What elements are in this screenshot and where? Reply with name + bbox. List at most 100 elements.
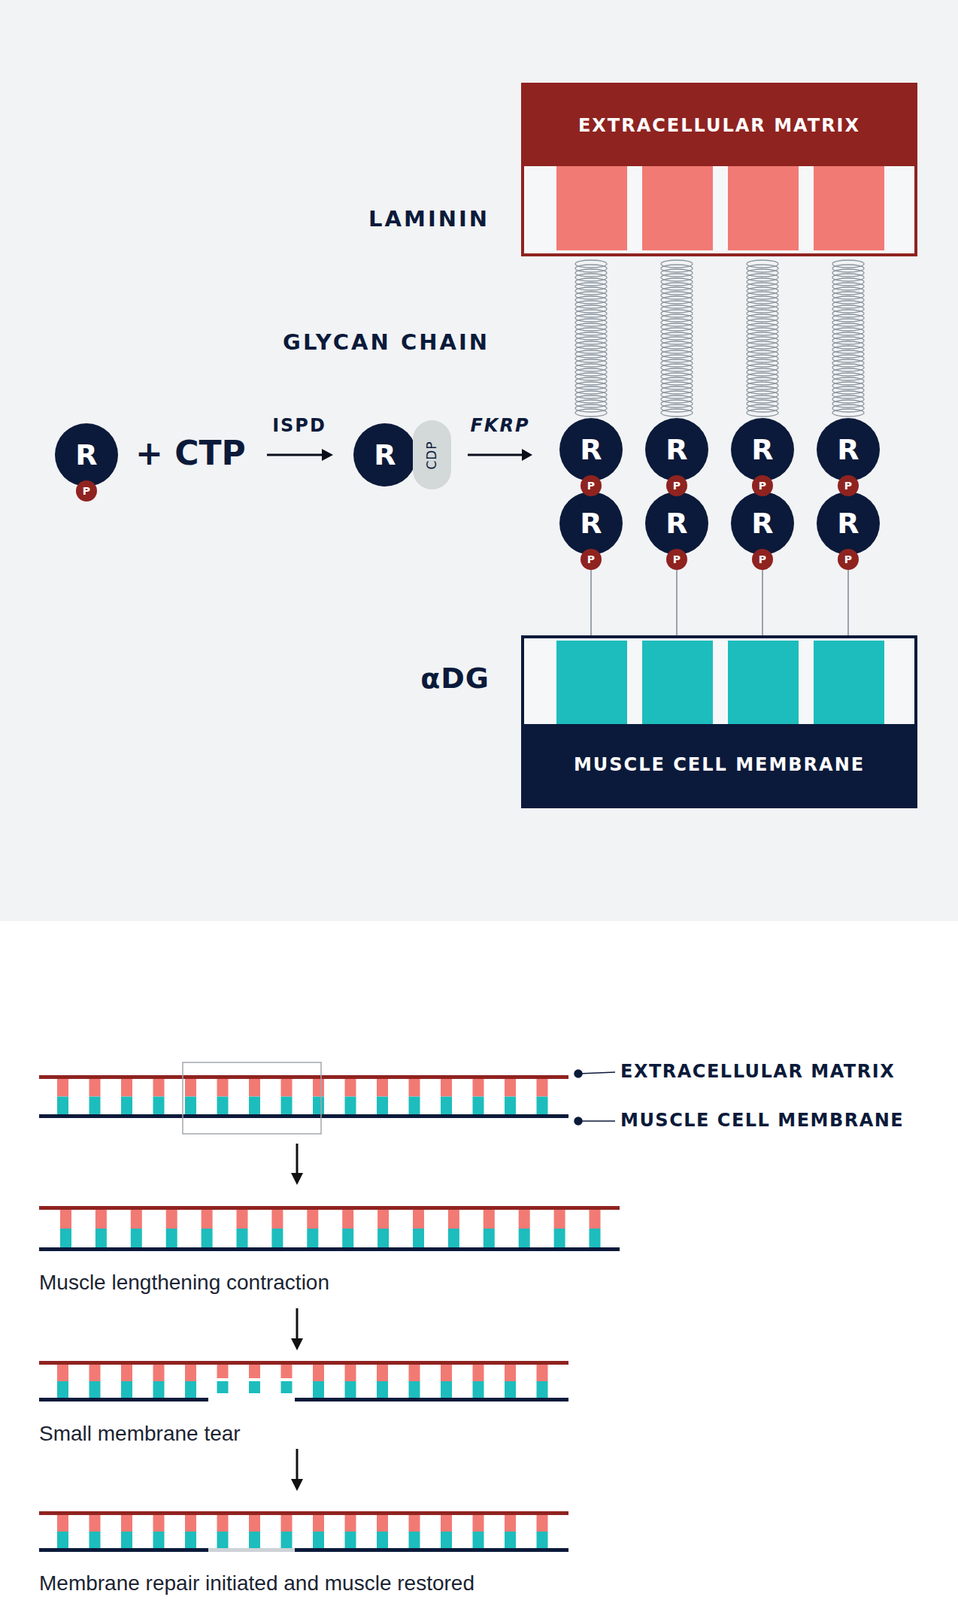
adg-bar <box>472 1097 485 1116</box>
glycan-coil <box>660 372 693 381</box>
laminin-bar <box>345 1514 357 1532</box>
phosphate-circle: P <box>837 548 859 570</box>
r-letter: R <box>836 435 859 464</box>
laminin-bar <box>483 1209 495 1229</box>
adg-bar <box>554 1228 566 1249</box>
adg-bar <box>89 1381 101 1399</box>
glycan-coil <box>746 409 779 417</box>
connector <box>660 260 693 417</box>
laminin-bar <box>412 1209 425 1229</box>
laminin-bar <box>472 1514 485 1532</box>
adg-bar <box>306 1228 319 1249</box>
laminin-bar <box>536 1078 549 1098</box>
glycan-coil <box>575 372 607 381</box>
glycan-coil <box>832 309 865 318</box>
membrane-line <box>294 1397 569 1402</box>
laminin-bar <box>345 1364 357 1382</box>
glycan-coil <box>832 318 865 327</box>
laminin-bar <box>184 1078 197 1098</box>
glycan-coil <box>746 354 779 363</box>
glycan-coil <box>832 372 865 381</box>
glycan-coil <box>660 305 693 313</box>
glycan-coil <box>660 300 693 309</box>
enzyme-label: FKRP <box>469 415 530 437</box>
adg-bar <box>121 1097 133 1116</box>
r-letter: R <box>665 509 688 538</box>
adg-bar <box>440 1531 452 1550</box>
glycan-coil <box>660 287 693 295</box>
repaired-membrane <box>208 1548 295 1553</box>
glycan-coil <box>575 381 607 390</box>
connector <box>676 569 678 636</box>
phosphate-circle: P <box>751 475 774 497</box>
r-circle: RP <box>559 491 623 555</box>
glycan-coil <box>746 269 779 277</box>
laminin-bar <box>57 1364 69 1382</box>
connector <box>575 260 607 417</box>
laminin-bar <box>518 1209 531 1229</box>
laminin-bar <box>504 1078 516 1098</box>
p-letter: P <box>587 554 595 565</box>
arrow-head <box>521 448 533 461</box>
phosphate-circle: P <box>580 475 602 497</box>
glycan-coil <box>746 327 779 336</box>
membrane-line <box>39 1114 569 1119</box>
p-letter: P <box>758 554 767 565</box>
glycan-coil <box>660 377 693 386</box>
adg-bar <box>345 1097 357 1116</box>
glycan-coil <box>575 291 607 300</box>
glycan-coil <box>746 386 779 395</box>
connector <box>746 260 779 417</box>
adg-bar <box>153 1381 165 1399</box>
adg-bar <box>376 1531 389 1550</box>
adg-bar <box>184 1097 197 1116</box>
glycan-coil <box>575 391 607 399</box>
laminin-bar <box>248 1514 261 1532</box>
cdp-pill: CDP <box>412 420 452 490</box>
r-circle: RP <box>645 418 709 482</box>
glycan-coil <box>832 300 865 309</box>
laminin-bar <box>217 1514 229 1532</box>
glycan-coil <box>746 368 779 376</box>
adg-bar <box>166 1228 178 1249</box>
membrane-line <box>39 1397 209 1402</box>
laminin-bar <box>89 1078 101 1098</box>
laminin-blocks <box>556 166 885 251</box>
glycan-coil <box>575 269 607 277</box>
laminin-bar <box>345 1078 357 1098</box>
p-letter: P <box>844 480 852 492</box>
connector <box>762 569 764 636</box>
laminin-bar <box>60 1209 72 1229</box>
adg-bar <box>281 1097 293 1116</box>
adg-bar <box>409 1381 421 1399</box>
laminin-bar <box>312 1078 325 1098</box>
laminin-bar <box>377 1209 389 1229</box>
adg-bar <box>60 1228 72 1249</box>
glycan-coil <box>660 391 693 399</box>
glycan-coil <box>832 273 865 282</box>
cdp-text: CDP <box>425 440 439 470</box>
r-circle: RP <box>730 491 795 555</box>
laminin-bar <box>409 1078 421 1098</box>
glycan-coil <box>832 314 865 322</box>
glycan-coil <box>660 278 693 286</box>
matrix-line <box>39 1361 569 1365</box>
laminin-bar <box>217 1364 229 1379</box>
glycan-coil <box>575 350 607 358</box>
laminin-bar <box>271 1209 283 1229</box>
adg-bar <box>130 1228 143 1249</box>
glycan-coil <box>746 341 779 349</box>
matrix-line <box>39 1075 569 1080</box>
glycan-coil <box>575 345 607 354</box>
glycan-coil <box>575 278 607 286</box>
connector <box>848 569 849 636</box>
glycan-coil <box>832 305 865 313</box>
laminin-bar <box>95 1209 107 1229</box>
glycan-coil <box>660 395 693 404</box>
glycan-coil <box>575 273 607 282</box>
glycan-coil <box>660 341 693 349</box>
link-line <box>590 569 592 636</box>
r-circle: RP <box>816 491 880 555</box>
r-letter: R <box>751 435 774 464</box>
matrix-line <box>39 1206 620 1210</box>
